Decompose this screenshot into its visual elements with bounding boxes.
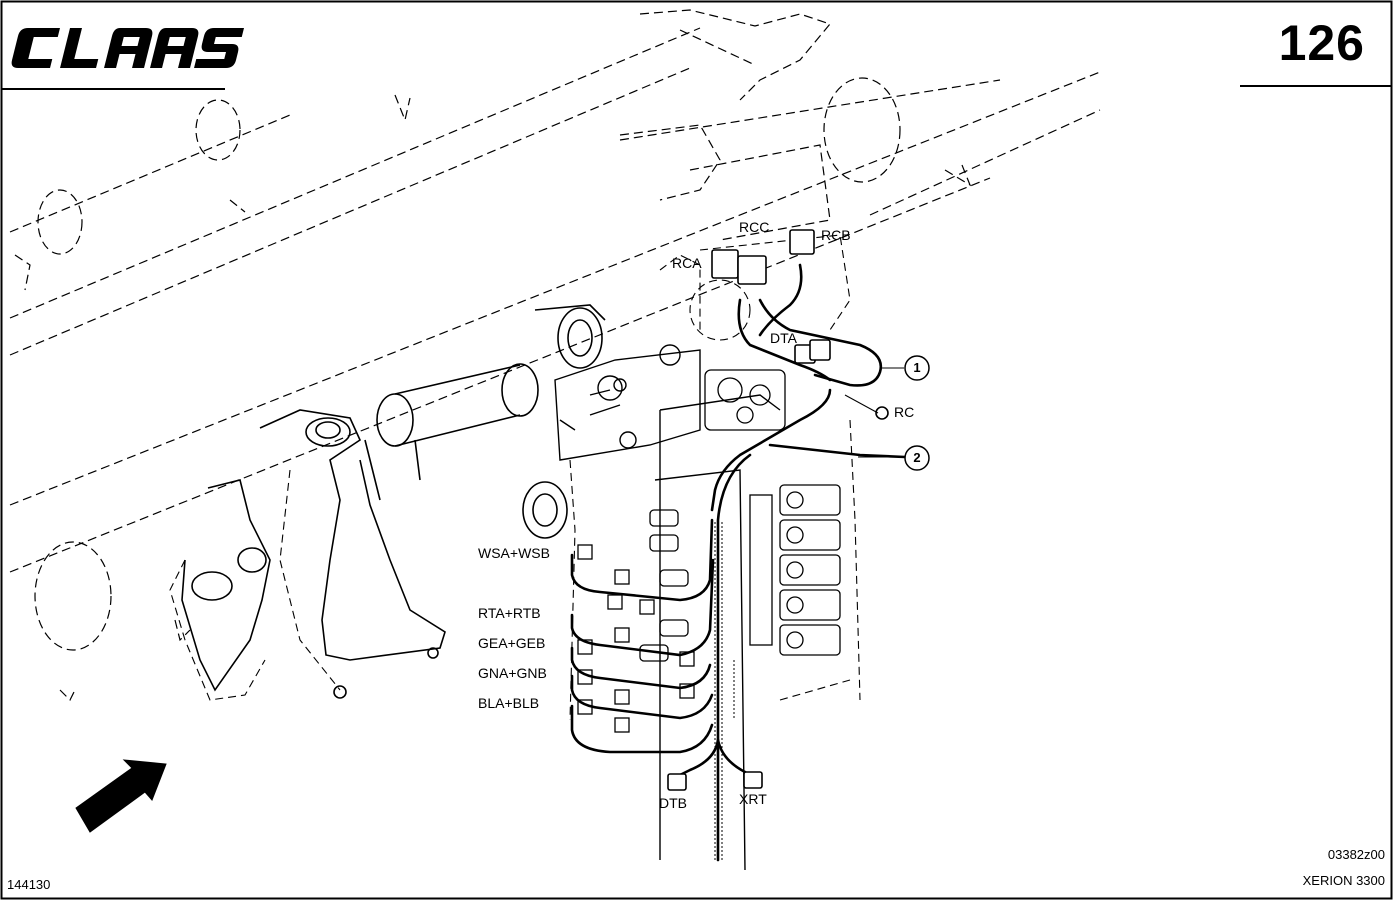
hydraulic-cylinder xyxy=(364,304,606,539)
linkage-dashed xyxy=(169,469,341,701)
callout-2-circle xyxy=(904,445,930,471)
valve-block xyxy=(554,344,781,871)
leader-lines xyxy=(844,367,904,458)
page-number: 126 xyxy=(1278,15,1365,71)
label-gea-geb: GEA+GEB xyxy=(478,635,546,651)
claas-logo xyxy=(11,28,244,68)
label-xrt: XRT xyxy=(739,791,767,807)
label-gna-gnb: GNA+GNB xyxy=(478,665,547,681)
label-rta-rtb: RTA+RTB xyxy=(478,605,541,621)
label-bla-blb: BLA+BLB xyxy=(478,695,540,711)
solenoid-connectors xyxy=(577,509,695,733)
label-rcb: RCB xyxy=(821,227,851,243)
label-dta: DTA xyxy=(770,330,797,346)
valve-stack xyxy=(704,369,841,656)
label-rca: RCA xyxy=(672,255,702,271)
harness-braiding xyxy=(714,520,735,860)
callout-1-circle xyxy=(904,355,930,381)
steering-linkage xyxy=(181,409,446,699)
machine-frame-outline xyxy=(9,9,1101,702)
document-id: 144130 xyxy=(7,877,51,892)
wiring-harness xyxy=(570,263,907,862)
direction-arrow-icon xyxy=(75,759,167,833)
label-wsa-wsb: WSA+WSB xyxy=(478,545,550,561)
callout-2-number: 2 xyxy=(913,450,921,465)
callout-1-number: 1 xyxy=(913,360,921,375)
drawing-code: 03382z00 xyxy=(1327,847,1385,862)
model-name: XERION 3300 xyxy=(1302,873,1385,888)
top-connectors xyxy=(667,229,889,791)
label-dtb: DTB xyxy=(659,795,687,811)
label-rcc: RCC xyxy=(739,219,770,235)
label-rc: RC xyxy=(894,404,915,420)
